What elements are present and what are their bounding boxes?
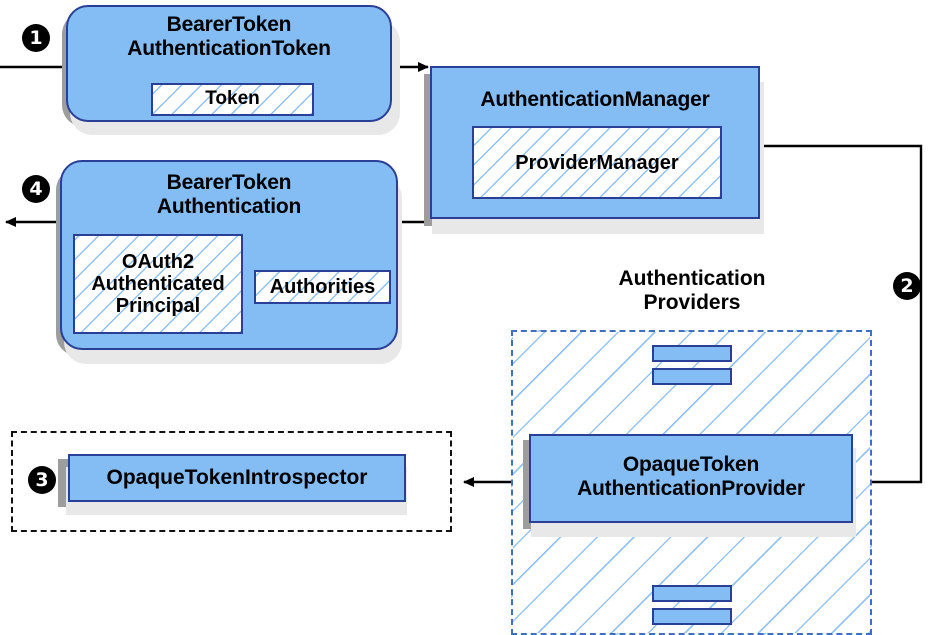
authentication-manager-card[interactable]: AuthenticationManager ProviderManager (430, 66, 760, 219)
opaque-token-introspector-label: OpaqueTokenIntrospector (106, 466, 368, 489)
provider-stub-bottom-bar-1 (652, 585, 732, 602)
badge-step-4: 4 (22, 175, 50, 203)
token-title-line2: AuthenticationToken (127, 36, 331, 60)
provider-manager-label: ProviderManager (515, 151, 679, 174)
opaque-token-introspector-card[interactable]: OpaqueTokenIntrospector (68, 454, 406, 502)
badge-step-3: 3 (28, 466, 56, 494)
bearer-token-authentication-token-title: BearerToken AuthenticationToken (68, 13, 390, 60)
providers-title-line2: Providers (643, 291, 741, 315)
badge-1-number: 1 (29, 27, 43, 49)
badge-2-number: 2 (900, 275, 914, 297)
bearer-token-authentication-title: BearerToken Authentication (62, 171, 396, 218)
opaque-token-provider-title: OpaqueToken AuthenticationProvider (531, 453, 851, 500)
opaque-token-authentication-provider-card[interactable]: OpaqueToken AuthenticationProvider (529, 434, 853, 523)
authentication-manager-title-text: AuthenticationManager (480, 88, 710, 111)
principal-line1: OAuth2 (121, 251, 195, 273)
badge-3-number: 3 (35, 469, 49, 491)
provider-stub-bottom-bar-2 (652, 608, 732, 625)
authentication-providers-title: Authentication Providers (512, 267, 872, 315)
badge-step-2: 2 (893, 272, 921, 300)
bearer-token-authentication-card[interactable]: BearerToken Authentication OAuth2 Authen… (60, 160, 398, 350)
opaque-provider-title-line2: AuthenticationProvider (577, 476, 805, 500)
authentication-manager-title: AuthenticationManager (432, 88, 758, 112)
token-inner-label: Token (205, 88, 260, 110)
provider-manager-box[interactable]: ProviderManager (472, 126, 722, 199)
bearer-token-authentication-token-card[interactable]: BearerToken AuthenticationToken Token (66, 5, 392, 122)
token-title-line1: BearerToken (166, 13, 292, 36)
providers-title-line1: Authentication (618, 267, 766, 290)
principal-line3: Principal (115, 295, 201, 317)
badge-4-number: 4 (29, 178, 43, 200)
authorities-label: Authorities (269, 276, 376, 298)
provider-stub-top-bar-1 (652, 345, 732, 362)
authorities-box[interactable]: Authorities (254, 270, 391, 304)
provider-stub-top-bar-2 (652, 368, 732, 385)
opaque-provider-title-line1: OpaqueToken (622, 453, 760, 476)
authentication-title-line2: Authentication (156, 194, 302, 218)
badge-step-1: 1 (22, 24, 50, 52)
oauth2-authenticated-principal-box[interactable]: OAuth2 Authenticated Principal (73, 234, 243, 334)
principal-line2: Authenticated (91, 273, 225, 295)
authentication-title-line1: BearerToken (166, 171, 292, 194)
token-inner-box[interactable]: Token (151, 83, 314, 116)
